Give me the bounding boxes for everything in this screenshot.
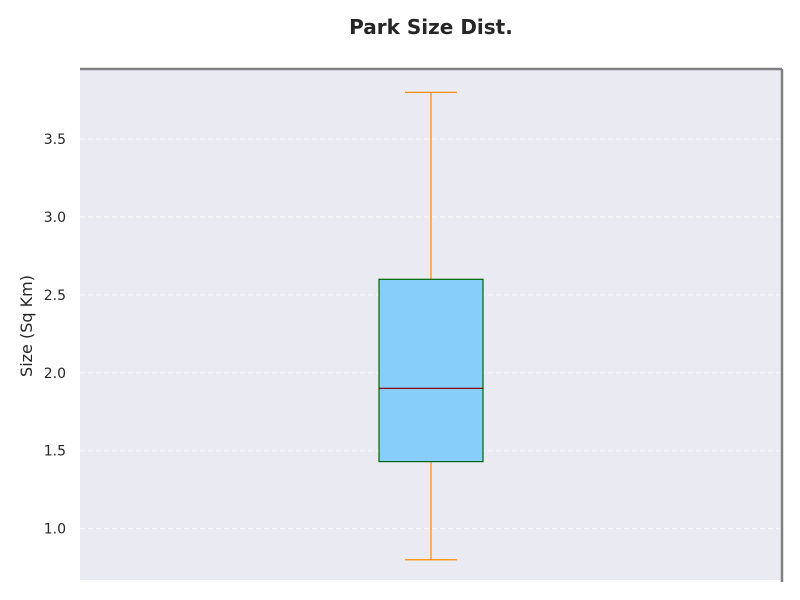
grid-lines <box>80 138 782 530</box>
y-tick-label: 1.5 <box>44 444 66 460</box>
y-tick-label: 1.0 <box>44 522 66 538</box>
box-group <box>378 91 484 561</box>
interquartile-box <box>378 278 484 463</box>
y-tick-label: 3.0 <box>44 210 66 226</box>
y-axis-label: Size (Sq Km) <box>17 275 36 377</box>
y-tick-label: 3.5 <box>44 132 66 148</box>
y-axis-ticks: 1.0 1.5 2.0 2.5 3.0 3.5 <box>44 132 66 537</box>
y-tick-label: 2.5 <box>44 288 66 304</box>
chart-title: Park Size Dist. <box>349 15 513 39</box>
y-tick-label: 2.0 <box>44 366 66 382</box>
